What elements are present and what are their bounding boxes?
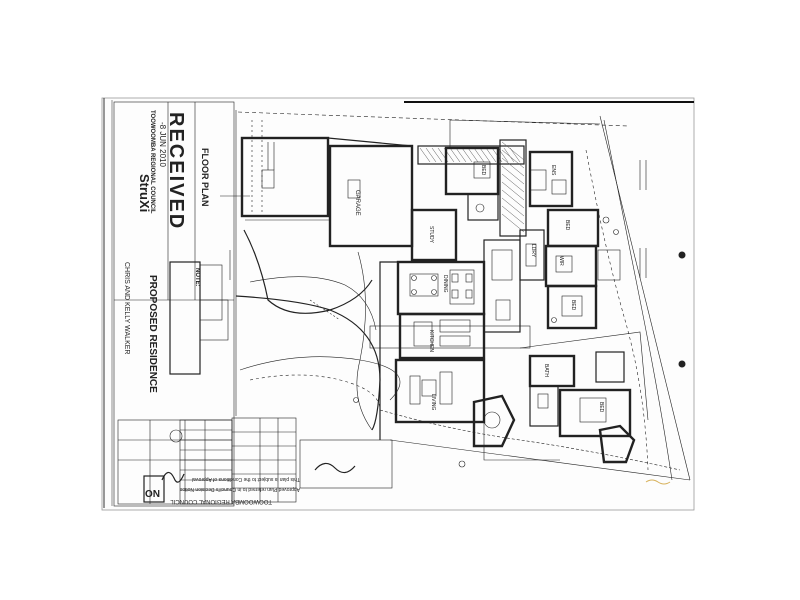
bedroom-wing-right: BED WIR <box>544 244 621 330</box>
approval-table <box>117 419 233 505</box>
bed-3-label: BED <box>570 300 576 311</box>
driveway <box>235 229 381 431</box>
approval-stamp-box <box>231 417 393 503</box>
outer-walls <box>379 119 649 461</box>
floor-plan-title: FLOOR PLAN <box>200 148 210 207</box>
designer-logo: StruXi <box>137 174 152 212</box>
bath-label: BATH <box>543 364 549 377</box>
bedroom-wing-upper: BED BED STUDY ENS <box>410 146 600 262</box>
client-name: CHRIS AND KELLY WALKER <box>123 262 130 354</box>
garage: GARAGE <box>240 136 414 248</box>
approval-line-1: Approved Plan referred to in Council's D… <box>180 486 300 492</box>
title-block-text: RECEIVED -8 JUN 2010 TOOWOOMBA REGIONAL … <box>123 110 300 504</box>
bed-2-label: BED <box>564 220 570 231</box>
laundry-label: LDRY <box>530 244 536 258</box>
plan-annotations <box>220 142 671 485</box>
study-label: STUDY <box>428 226 434 244</box>
central-corridor: LDRY <box>369 229 545 349</box>
project-title: PROPOSED RESIDENCE <box>147 275 158 393</box>
approval-line-2: This plan is subject to the Conditions o… <box>192 476 300 482</box>
bed-1-label: BED <box>480 165 486 176</box>
living-room: LIVING <box>394 358 516 448</box>
council-stamp: RECEIVED <box>165 112 187 230</box>
title-block <box>113 101 235 507</box>
council-name-stamp: TOOWOOMBA REGIONAL COUNCIL <box>149 110 155 214</box>
approval-header: TOOWOOMBA REGIONAL COUNCIL <box>170 498 272 504</box>
council-stamp-date: -8 JUN 2010 <box>158 122 167 167</box>
signature-mark <box>161 471 185 483</box>
approval-stamp-no: NO <box>145 487 160 498</box>
ens-1-label: ENS <box>550 165 556 176</box>
kitchen-label: KITCHEN <box>428 330 434 352</box>
dining-label: DINING <box>442 275 448 293</box>
master-suite: BATH BED <box>528 351 636 464</box>
living-label: LIVING <box>430 394 436 411</box>
retaining-wall <box>417 139 527 237</box>
wir-label: WIR <box>558 256 564 266</box>
note-title: NOTE: <box>194 268 200 287</box>
punch-holes <box>678 251 686 368</box>
garage-label: GARAGE <box>354 190 360 216</box>
bed-4-label: BED <box>598 402 604 413</box>
